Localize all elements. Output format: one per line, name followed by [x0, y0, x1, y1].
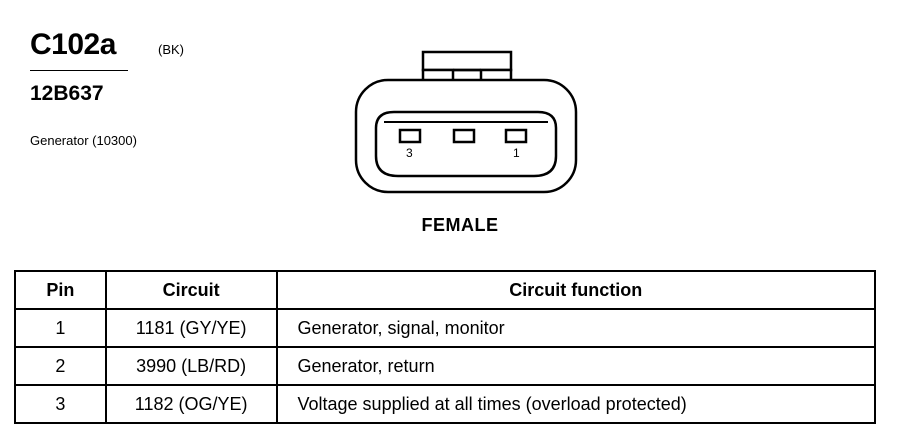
function-cell: Voltage supplied at all times (overload … — [275, 384, 876, 424]
header-circuit: Circuit — [104, 270, 278, 310]
terminal-2 — [452, 128, 476, 144]
part-number: 12B637 — [30, 82, 104, 105]
connector-face-diagram: 3 1 — [354, 50, 578, 194]
terminal-3 — [398, 128, 422, 144]
connector-description: Generator (10300) — [30, 133, 137, 148]
table-row: 1 1181 (GY/YE) Generator, signal, monito… — [14, 308, 876, 348]
pin-cell: 2 — [14, 346, 107, 386]
pin-cell: 1 — [14, 308, 107, 348]
header-circuit-function: Circuit function — [275, 270, 876, 310]
pin-label-1: 1 — [513, 146, 520, 160]
header-divider — [30, 70, 128, 71]
terminal-1 — [504, 128, 528, 144]
table-row: 2 3990 (LB/RD) Generator, return — [14, 346, 876, 386]
table-header-row: Pin Circuit Circuit function — [14, 270, 876, 310]
circuit-cell: 1182 (OG/YE) — [104, 384, 278, 424]
table-row: 3 1182 (OG/YE) Voltage supplied at all t… — [14, 384, 876, 424]
pin-label-3: 3 — [406, 146, 413, 160]
pinout-table: Pin Circuit Circuit function 1 1181 (GY/… — [14, 270, 876, 424]
connector-cavity — [374, 110, 558, 178]
connector-id: C102a — [30, 28, 130, 62]
connector-color: (BK) — [158, 42, 184, 57]
pin-cell: 3 — [14, 384, 107, 424]
function-cell: Generator, return — [275, 346, 876, 386]
function-cell: Generator, signal, monitor — [275, 308, 876, 348]
connector-gender: FEMALE — [421, 215, 499, 235]
circuit-cell: 1181 (GY/YE) — [104, 308, 278, 348]
circuit-cell: 3990 (LB/RD) — [104, 346, 278, 386]
header-pin: Pin — [14, 270, 107, 310]
connector-id-text: C102a — [30, 28, 116, 61]
